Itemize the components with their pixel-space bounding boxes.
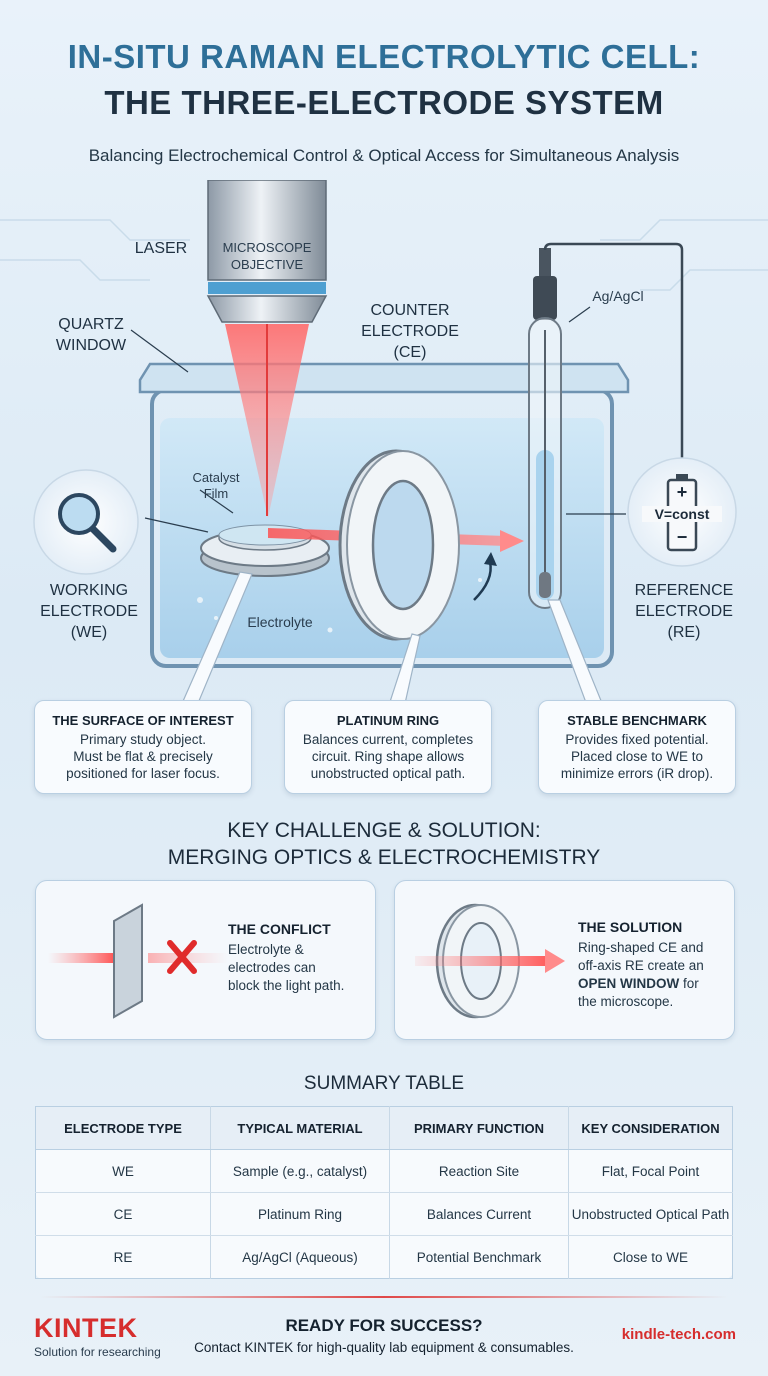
card-text-line2: Must be flat & precisely — [73, 749, 213, 764]
reference-label-line3: (RE) — [667, 624, 701, 641]
column-header: KEY CONSIDERATION — [568, 1106, 733, 1150]
magnifier-icon — [58, 493, 117, 553]
cta-title: READY FOR SUCCESS? — [285, 1316, 483, 1335]
working-label-line1: WORKING — [49, 582, 129, 599]
reference-label-line2: ELECTRODE — [635, 603, 733, 620]
card-text-line3: unobstructed optical path. — [310, 766, 466, 781]
laser-label: LASER — [134, 240, 188, 257]
working-label-line3: (WE) — [70, 624, 108, 641]
table-row: CE Platinum Ring Balances Current Unobst… — [35, 1192, 733, 1236]
solution-line2: off-axis RE create an — [578, 958, 704, 973]
cta-text: Contact KINTEK for high-quality lab equi… — [194, 1340, 574, 1355]
solution-panel: THE SOLUTION Ring-shaped CE and off-axis… — [394, 880, 735, 1040]
working-label-line2: ELECTRODE — [40, 603, 138, 620]
reference-electrode — [528, 248, 562, 609]
quartz-label-line2: WINDOW — [55, 337, 127, 354]
challenge-title-line2: MERGING OPTICS & ELECTROCHEMISTRY — [167, 846, 601, 869]
battery-plus: + — [676, 482, 688, 502]
card-surface-of-interest: THE SURFACE OF INTEREST Primary study ob… — [34, 700, 252, 794]
cell-diagram — [0, 180, 768, 700]
column-header: ELECTRODE TYPE — [35, 1106, 211, 1150]
page-title-line1: IN-SITU RAMAN ELECTROLYTIC CELL: — [67, 38, 701, 75]
column-header: TYPICAL MATERIAL — [210, 1106, 390, 1150]
counter-label-line1: COUNTER — [370, 302, 450, 319]
table-cell: Sample (e.g., catalyst) — [210, 1149, 390, 1193]
table-cell: WE — [35, 1149, 211, 1193]
counter-electrode-ring — [338, 449, 460, 641]
solution-line1: Ring-shaped CE and — [578, 940, 704, 955]
table-row: WE Sample (e.g., catalyst) Reaction Site… — [35, 1149, 733, 1193]
catalyst-label-line2: Film — [203, 486, 229, 501]
battery-voltage-label: V=const — [642, 506, 722, 522]
challenge-title-line1: KEY CHALLENGE & SOLUTION: — [227, 819, 541, 842]
solution-line3-rest: for — [679, 976, 699, 991]
card-text-line3: minimize errors (iR drop). — [560, 766, 714, 781]
solution-line4: the microscope. — [578, 994, 674, 1009]
microscope-objective — [206, 180, 328, 323]
page-subtitle: Balancing Electrochemical Control & Opti… — [88, 146, 680, 165]
catalyst-label-line1: Catalyst — [192, 470, 240, 485]
kintek-tagline: Solution for researching — [34, 1345, 161, 1359]
card-text-line1: Primary study object. — [79, 732, 207, 747]
table-header-row: ELECTRODE TYPE TYPICAL MATERIAL PRIMARY … — [35, 1106, 733, 1150]
agagcl-label: Ag/AgCl — [592, 288, 644, 304]
table-cell: Close to WE — [612, 1249, 689, 1265]
card-text-line3: positioned for laser focus. — [66, 766, 220, 781]
conflict-line1: Electrolyte & — [228, 942, 304, 957]
conflict-title: THE CONFLICT — [228, 921, 331, 937]
table-cell: Balances Current — [389, 1192, 569, 1236]
counter-label-line3: (CE) — [393, 344, 427, 361]
table-cell: Reaction Site — [389, 1149, 569, 1193]
kintek-logo[interactable]: KINTEK — [34, 1313, 138, 1343]
table-cell: CE — [35, 1192, 211, 1236]
column-header: PRIMARY FUNCTION — [389, 1106, 569, 1150]
solution-line3: OPEN WINDOW for — [578, 975, 699, 993]
page-title-line2: THE THREE-ELECTRODE SYSTEM — [104, 84, 664, 121]
card-text-line2: Placed close to WE to — [570, 749, 704, 764]
blocked-light-icon — [48, 903, 228, 1019]
table-row: RE Ag/AgCl (Aqueous) Potential Benchmark… — [35, 1235, 733, 1279]
open-window-emphasis: OPEN WINDOW — [578, 976, 680, 991]
website-link[interactable]: kindle-tech.com — [621, 1326, 736, 1343]
table-cell: RE — [35, 1235, 211, 1279]
quartz-label-line1: QUARTZ — [58, 316, 124, 333]
card-title: STABLE BENCHMARK — [567, 713, 707, 728]
card-title: THE SURFACE OF INTEREST — [52, 713, 234, 728]
electrolyte-label: Electrolyte — [247, 614, 313, 630]
footer-divider — [40, 1296, 728, 1298]
reference-label-line1: REFERENCE — [634, 582, 734, 599]
card-text-line1: Balances current, completes — [302, 732, 474, 747]
objective-label-line1: MICROSCOPE — [222, 240, 312, 255]
table-cell: Platinum Ring — [210, 1192, 390, 1236]
card-title: PLATINUM RING — [336, 713, 440, 728]
card-stable-benchmark: STABLE BENCHMARK Provides fixed potentia… — [538, 700, 736, 794]
table-cell: Unobstructed Optical Path — [568, 1192, 733, 1236]
card-text-line2: circuit. Ring shape allows — [311, 749, 465, 764]
solution-title: THE SOLUTION — [578, 919, 683, 935]
conflict-line2: electrodes can — [228, 960, 316, 975]
summary-title: SUMMARY TABLE — [303, 1073, 465, 1094]
card-platinum-ring: PLATINUM RING Balances current, complete… — [284, 700, 492, 794]
table-cell: Potential Benchmark — [389, 1235, 569, 1279]
table-cell: Flat, Focal Point — [568, 1149, 733, 1193]
ring-window-icon — [415, 903, 565, 1019]
conflict-panel: THE CONFLICT Electrolyte & electrodes ca… — [35, 880, 376, 1040]
counter-label-line2: ELECTRODE — [361, 323, 459, 340]
card-text-line1: Provides fixed potential. — [565, 732, 709, 747]
table-cell: Ag/AgCl (Aqueous) — [210, 1235, 390, 1279]
summary-table: ELECTRODE TYPE TYPICAL MATERIAL PRIMARY … — [35, 1106, 733, 1279]
battery-minus: − — [676, 527, 688, 547]
objective-label-line2: OBJECTIVE — [230, 257, 304, 272]
conflict-line3: block the light path. — [228, 978, 345, 993]
